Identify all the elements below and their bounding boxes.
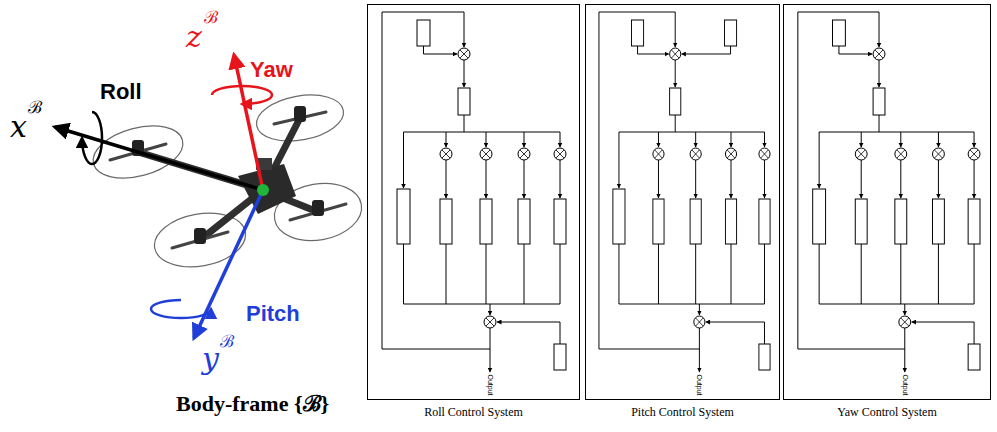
axis-letter: z bbox=[186, 20, 202, 53]
axis-letter: y bbox=[202, 342, 219, 375]
axis-superscript: ℬ bbox=[220, 332, 234, 351]
control-panel: Pitch Control System bbox=[585, 4, 780, 400]
output-label: Output bbox=[901, 374, 909, 395]
yaw-block-diagram bbox=[798, 12, 980, 372]
roll-block-diagram bbox=[382, 12, 566, 372]
axis-superscript: ℬ bbox=[28, 98, 42, 117]
frame-title: Body-frame {ℬ} bbox=[176, 392, 329, 416]
rotation-label: Roll bbox=[100, 80, 142, 104]
quadrotor-figure bbox=[87, 89, 366, 274]
control-panel: Roll Control System bbox=[367, 4, 580, 400]
propeller-disc bbox=[87, 89, 366, 274]
output-label: Output bbox=[486, 374, 494, 395]
axis-letter: x bbox=[10, 110, 27, 143]
roll-rotation-arrow bbox=[82, 112, 102, 164]
control-panel: Yaw Control System bbox=[783, 4, 991, 400]
body-axes bbox=[55, 55, 272, 338]
panel-caption: Pitch Control System bbox=[566, 405, 799, 420]
output-label: Output bbox=[695, 374, 703, 395]
center-of-mass-dot bbox=[257, 184, 269, 196]
drone-body bbox=[238, 164, 296, 214]
rotation-label: Yaw bbox=[250, 58, 293, 82]
motor bbox=[132, 106, 324, 244]
pitch-block-diagram bbox=[599, 12, 770, 372]
panel-caption: Roll Control System bbox=[348, 405, 599, 420]
pitch-rotation-arrow bbox=[151, 300, 211, 318]
yaw-rotation-arrow bbox=[212, 86, 272, 104]
rotation-label: Pitch bbox=[246, 302, 300, 326]
panel-caption: Yaw Control System bbox=[764, 405, 997, 420]
axis-superscript: ℬ bbox=[204, 8, 218, 27]
